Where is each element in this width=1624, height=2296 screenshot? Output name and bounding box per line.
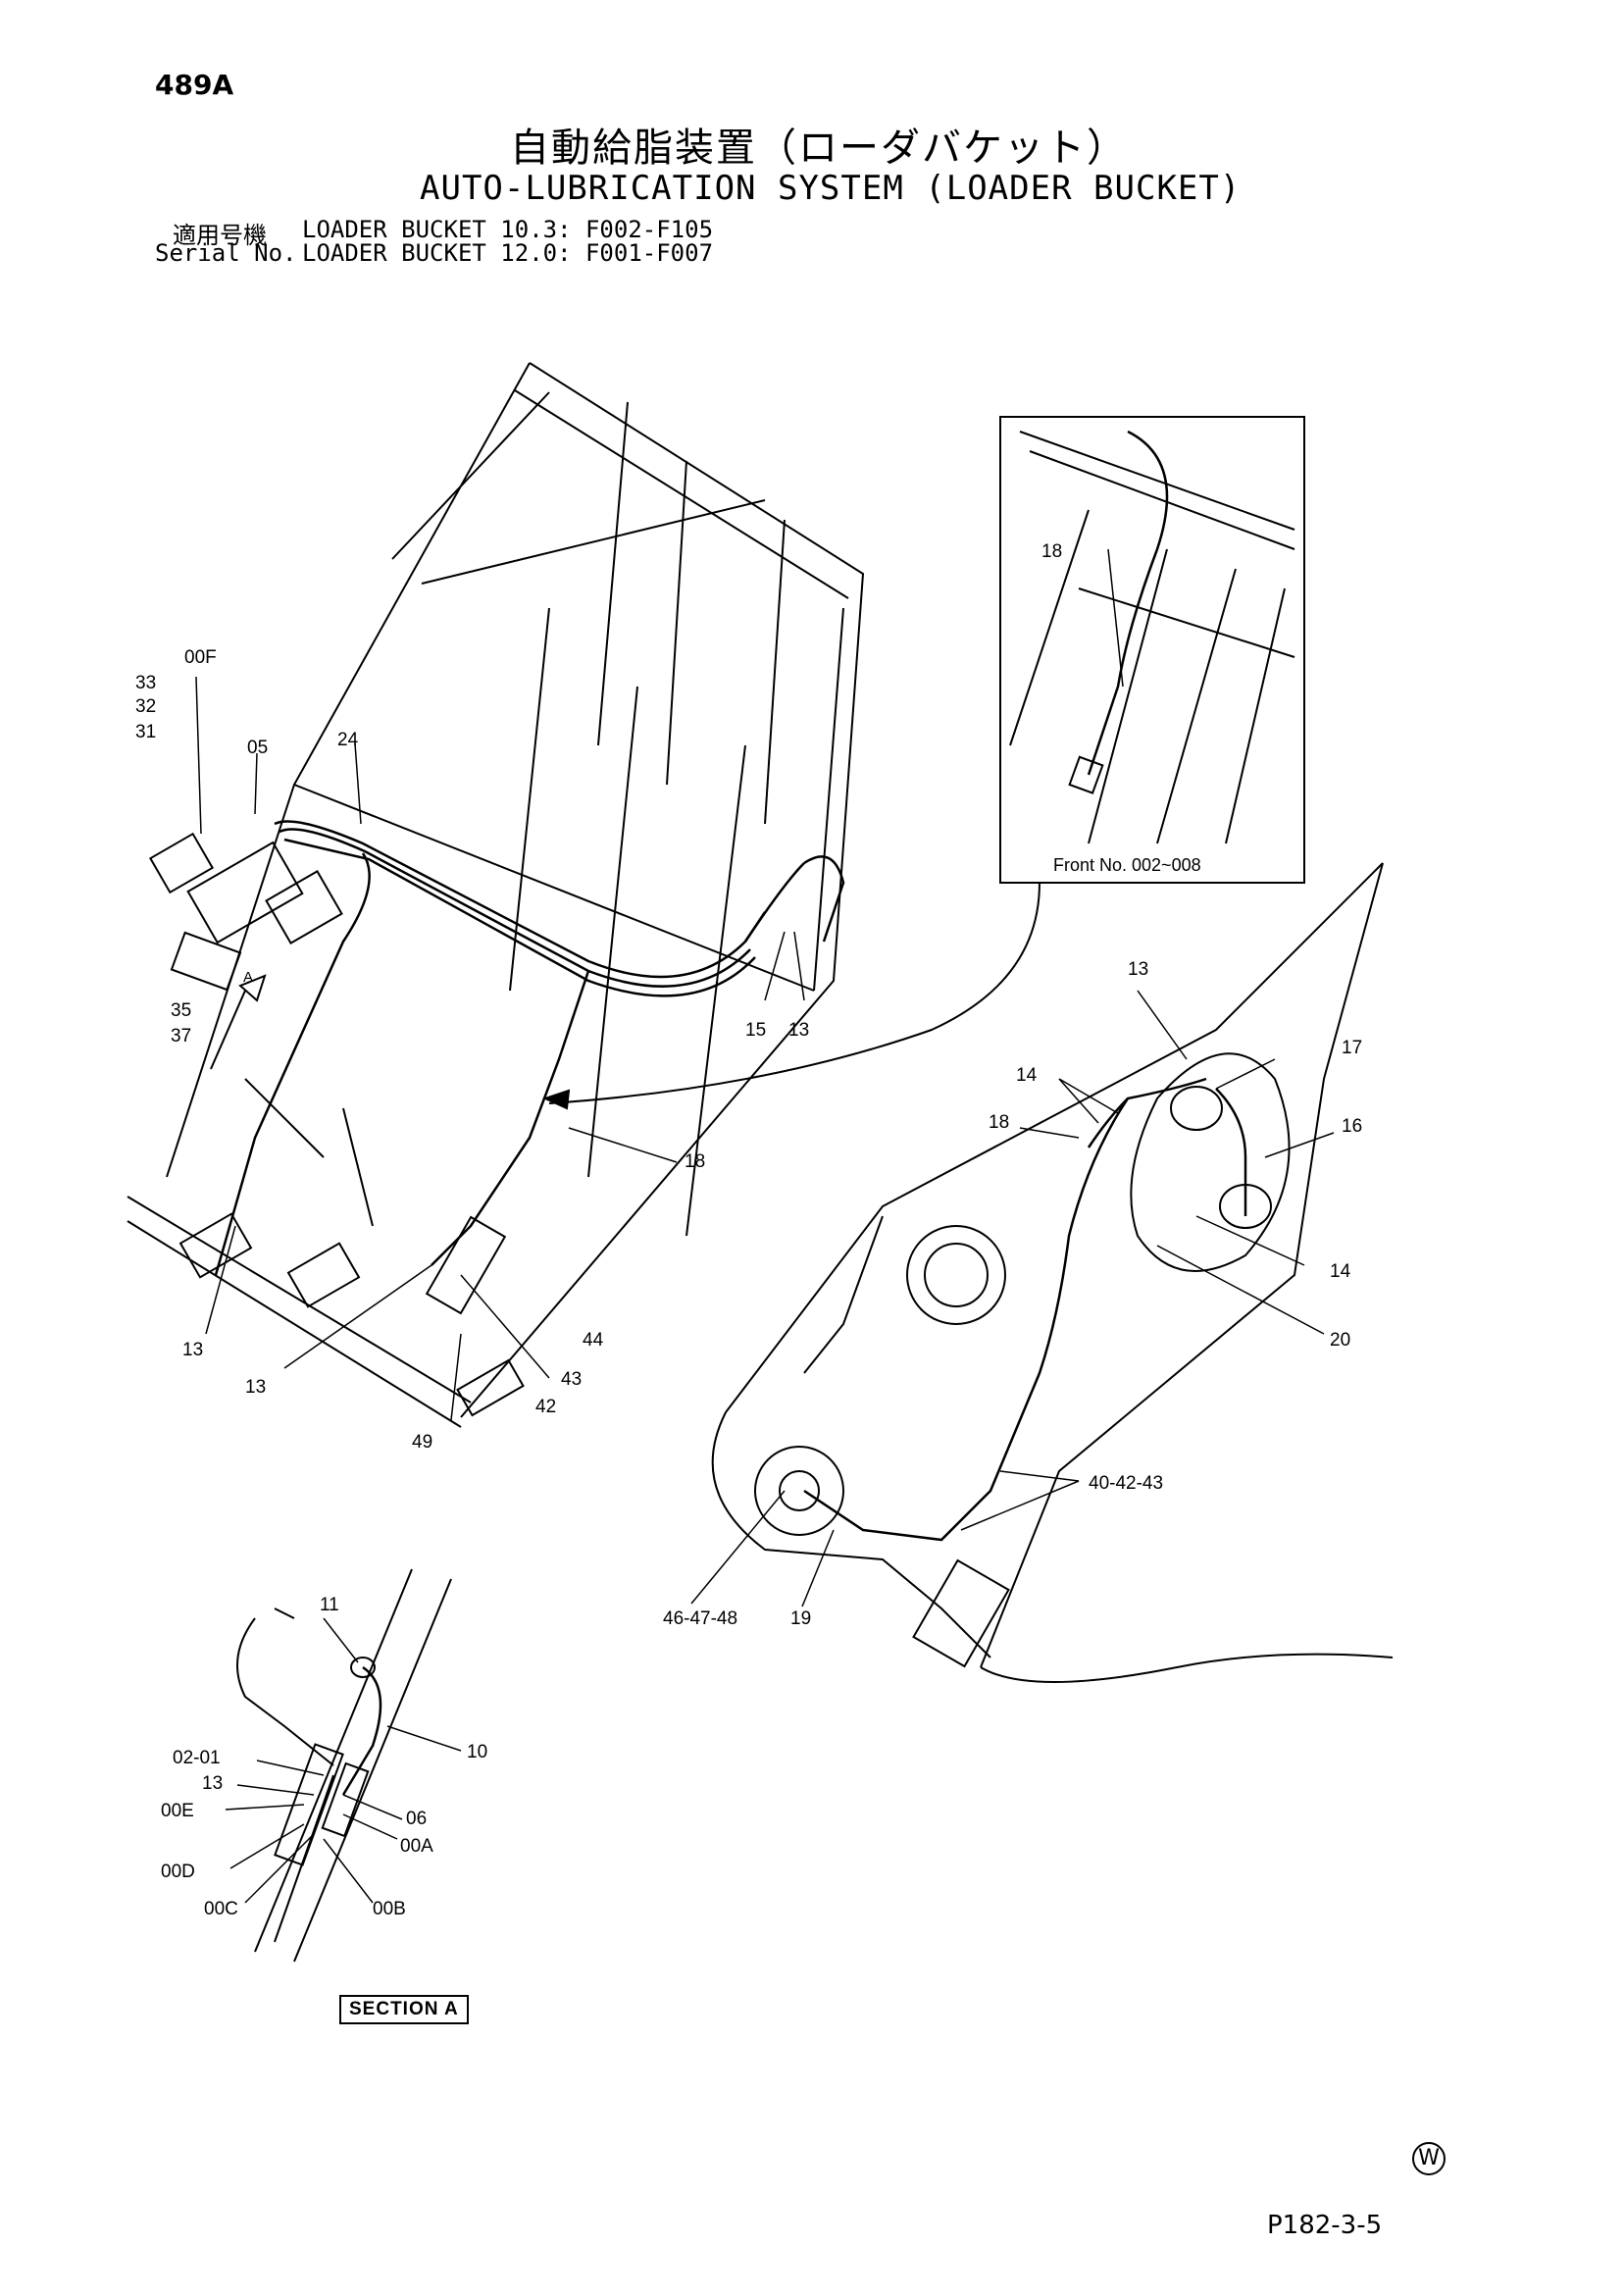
serial-label-japanese: 適用号機: [173, 222, 267, 249]
callout-00B: 00B: [373, 1899, 406, 1919]
callout-14-lower: 14: [1330, 1261, 1351, 1282]
callout-15: 15: [745, 1020, 767, 1041]
callout-32: 32: [135, 696, 157, 717]
leader-lines: [195, 548, 1335, 1904]
inset-pointer-arrow: [542, 1089, 571, 1110]
callout-40-42-43: 40-42-43: [1089, 1473, 1164, 1494]
callout-00C: 00C: [204, 1899, 238, 1919]
callout-24: 24: [337, 730, 359, 750]
callout-13-boom: 13: [1128, 959, 1149, 980]
drawing-number: P182-3-5: [1267, 2211, 1383, 2240]
callout-13-lower: 13: [245, 1377, 267, 1398]
front-number-label: Front No. 002~008: [1053, 855, 1201, 875]
callout-33: 33: [135, 673, 157, 693]
section-a-detail: [236, 1568, 452, 1963]
callout-16: 16: [1342, 1116, 1363, 1137]
title-english: AUTO-LUBRICATION SYSTEM (LOADER BUCKET): [420, 169, 1242, 208]
callout-18-boom: 18: [989, 1112, 1010, 1133]
callout-14-upper: 14: [1016, 1065, 1038, 1086]
w-mark: W: [1412, 2142, 1446, 2175]
callout-17: 17: [1342, 1038, 1363, 1058]
callout-00F: 00F: [184, 647, 217, 668]
distributor-block: [148, 832, 343, 1070]
bucket-outline: [127, 362, 865, 1428]
callout-00E: 00E: [161, 1801, 194, 1821]
callout-35: 35: [171, 1000, 192, 1021]
bucket-hoses: [214, 820, 845, 1276]
page-number: 489A: [155, 69, 234, 101]
callout-18-inset: 18: [1041, 541, 1063, 562]
callout-00A: 00A: [400, 1836, 433, 1857]
callout-18-main: 18: [685, 1151, 706, 1172]
callout-10: 10: [467, 1742, 488, 1762]
serial-label-english: Serial No.: [155, 239, 297, 267]
callout-20: 20: [1330, 1330, 1351, 1351]
callout-19: 19: [790, 1608, 812, 1629]
serial-line-1: LOADER BUCKET 10.3: F002-F105: [302, 216, 714, 243]
serial-line-2: LOADER BUCKET 12.0: F001-F007: [302, 239, 714, 267]
callout-13-upper: 13: [788, 1020, 810, 1041]
callout-A: A: [243, 969, 254, 986]
inset-frame: [999, 416, 1305, 884]
callout-13-left: 13: [182, 1340, 204, 1360]
inset-pointer-line: [548, 882, 1040, 1104]
callout-02-01: 02-01: [173, 1748, 221, 1768]
callout-11: 11: [320, 1595, 339, 1615]
title-japanese: 自動給脂装置（ローダバケット）: [510, 126, 1128, 171]
callout-13-section: 13: [202, 1773, 224, 1794]
boom-outline: [711, 862, 1394, 1683]
section-a-label: SECTION A: [339, 1995, 469, 2024]
callout-46-47-48: 46-47-48: [663, 1608, 738, 1629]
callout-42: 42: [535, 1397, 557, 1417]
callout-31: 31: [135, 722, 157, 742]
callout-06: 06: [406, 1809, 428, 1829]
boom-hoses: [803, 1077, 1247, 1542]
callout-49: 49: [412, 1432, 433, 1453]
callout-37: 37: [171, 1026, 192, 1046]
callout-00D: 00D: [161, 1862, 195, 1882]
callout-43: 43: [561, 1369, 583, 1390]
callout-05: 05: [247, 738, 269, 758]
callout-44: 44: [583, 1330, 604, 1351]
